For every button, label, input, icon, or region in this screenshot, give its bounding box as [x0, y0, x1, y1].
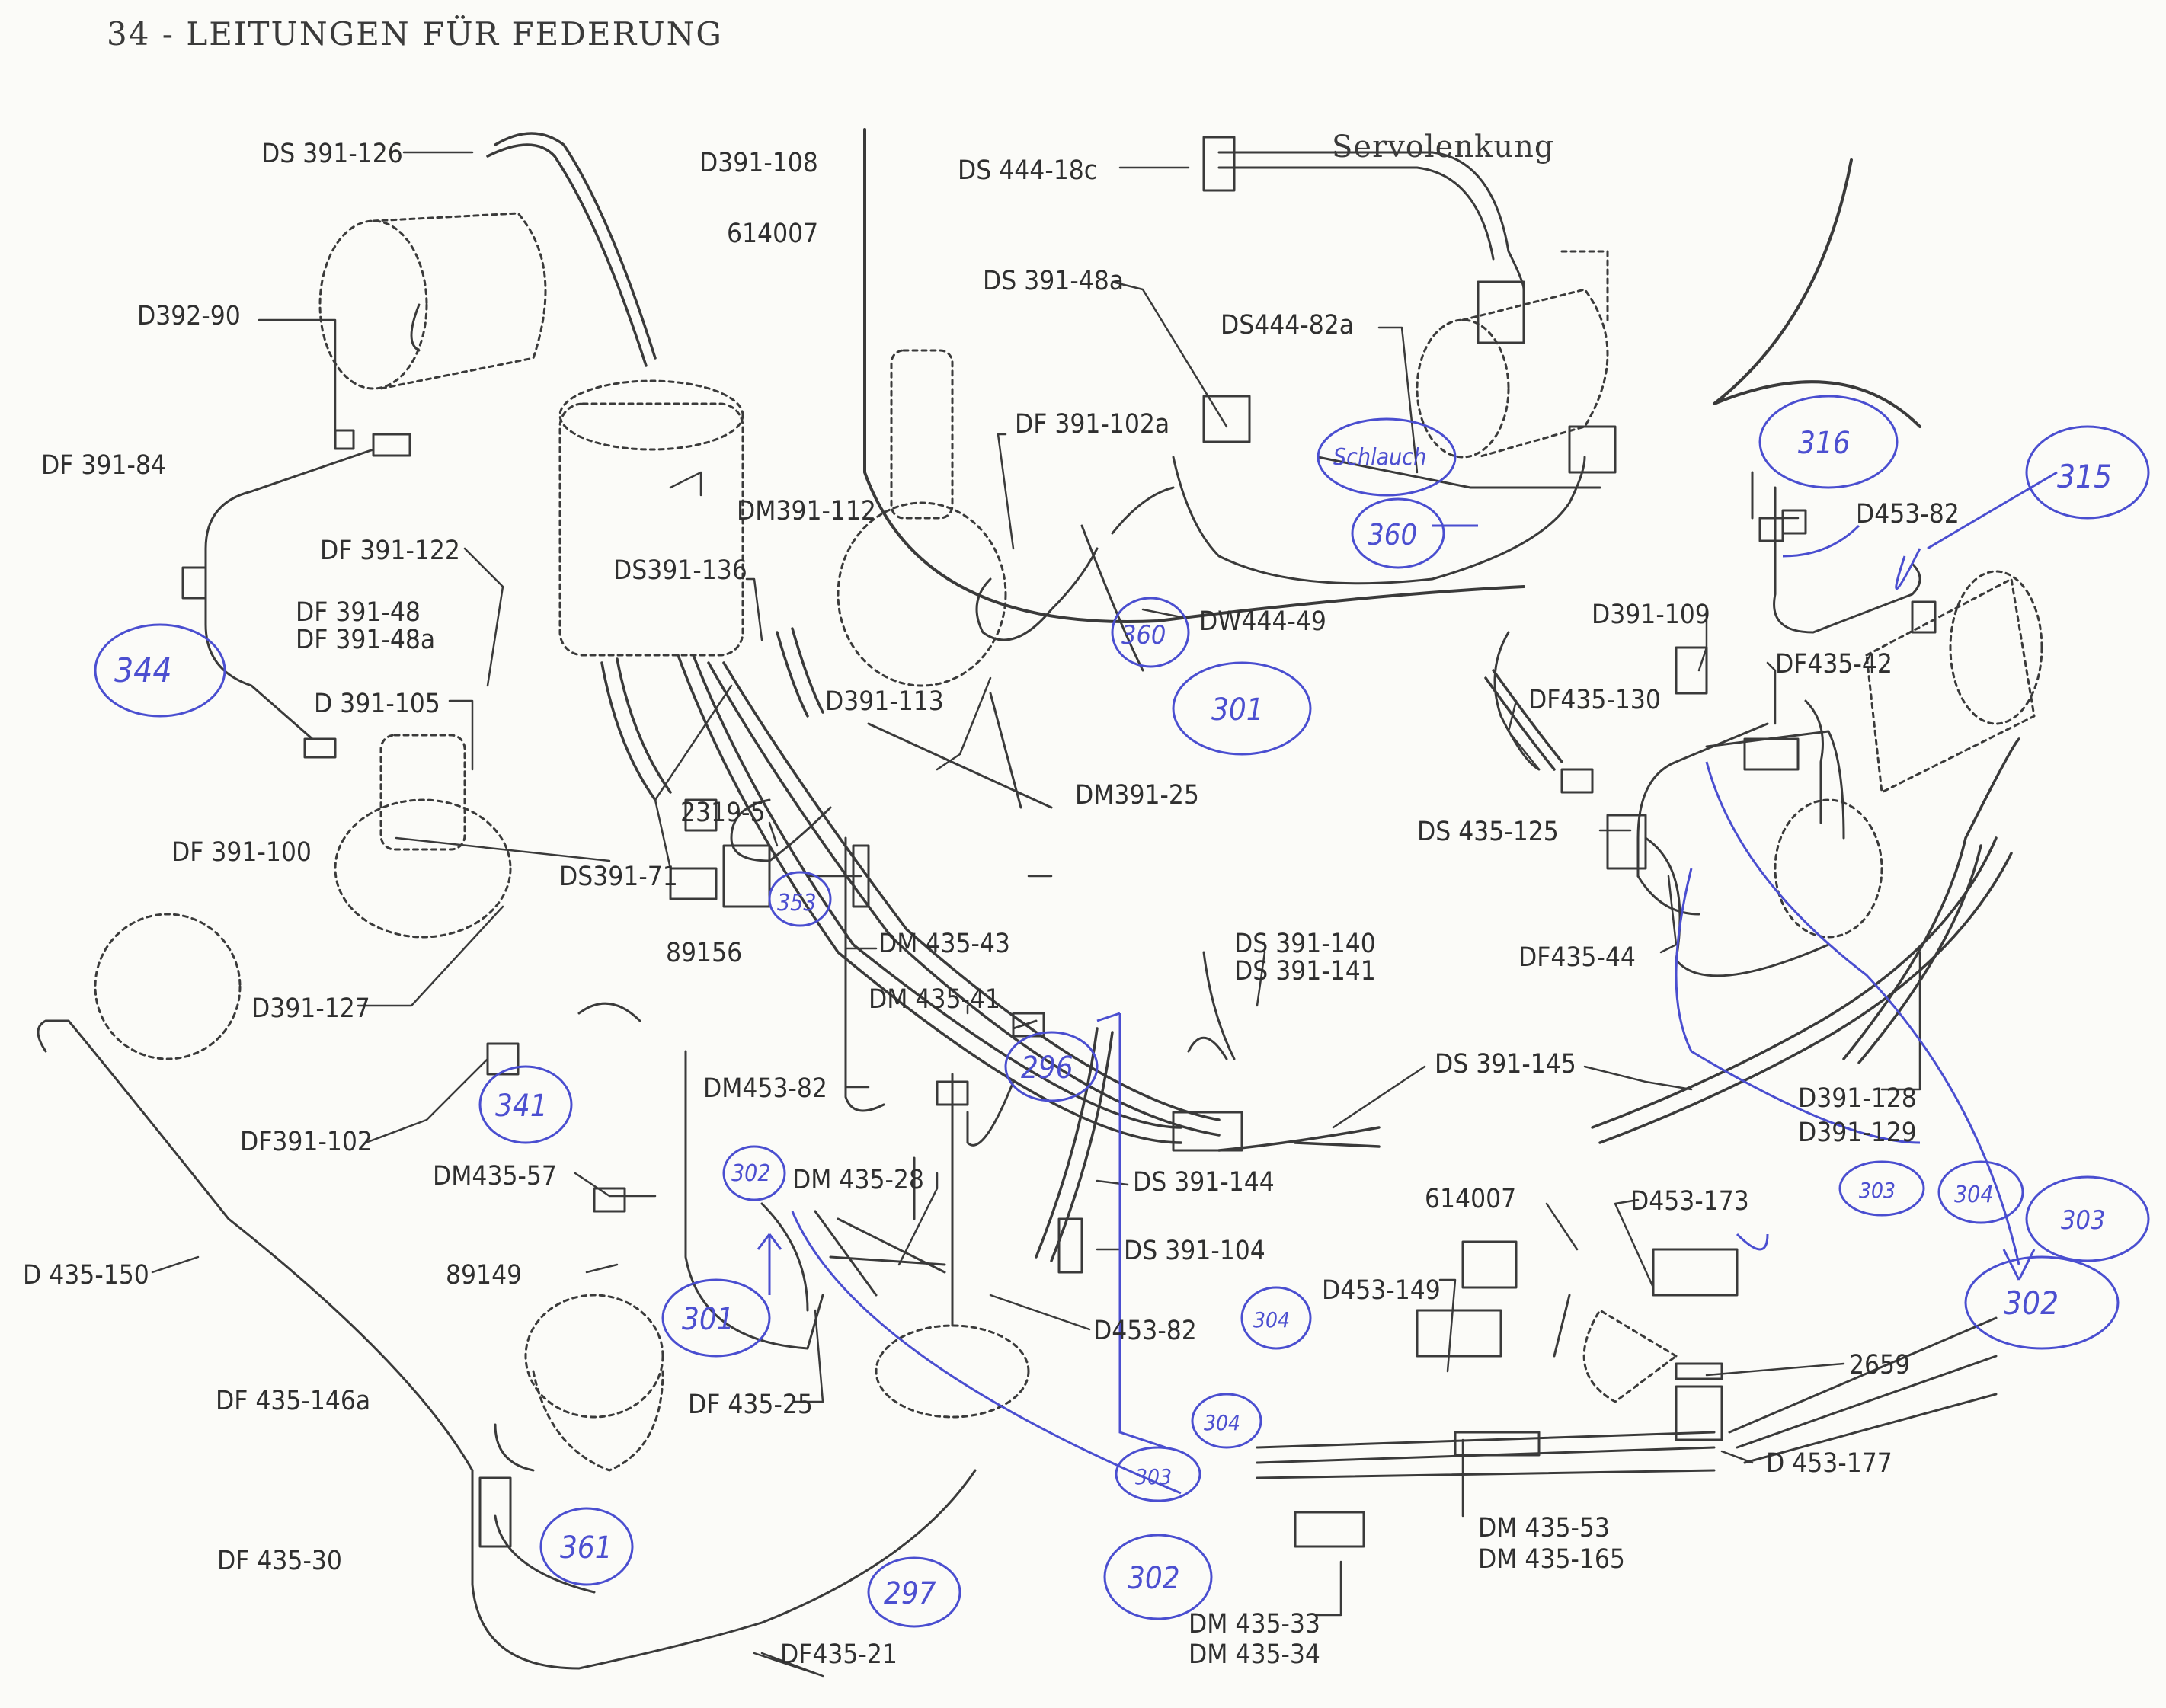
part-label: DS 435-125: [1417, 817, 1559, 847]
handwritten-number: 315: [2057, 458, 2112, 495]
handwritten-number: 361: [560, 1530, 613, 1566]
part-label: DF435-21: [780, 1639, 897, 1670]
part-label: DM 435-41: [869, 984, 1000, 1015]
part-label: DF435-130: [1528, 685, 1661, 715]
part-label: DF 435-30: [217, 1546, 342, 1576]
handwritten-number: 303: [1135, 1464, 1172, 1489]
part-label: DS 391-48a: [983, 266, 1124, 296]
part-label: DM 435-43: [878, 929, 1010, 959]
handwritten-annotations: 344 341 302 301 361 297 296 353 Schlauch…: [114, 426, 2112, 1611]
part-label: DM435-57: [433, 1161, 557, 1191]
handwritten-number: 341: [495, 1089, 548, 1124]
handwritten-number: 302: [2004, 1284, 2059, 1322]
part-label: DS391-71: [559, 862, 678, 892]
part-label: D391-128: [1798, 1083, 1917, 1114]
part-label: D453-173: [1630, 1186, 1749, 1217]
part-label: DM 435-28: [792, 1165, 924, 1195]
dotted-components: [94, 212, 2043, 1472]
handwritten-number: 353: [777, 890, 817, 916]
part-label: DS391-136: [613, 555, 747, 586]
leader-lines: [151, 151, 1921, 1678]
part-label: DM391-25: [1075, 780, 1199, 811]
handwritten-number: 303: [1859, 1178, 1896, 1203]
part-label: DM 435-165: [1478, 1544, 1625, 1575]
handwritten-number: 302: [731, 1160, 771, 1187]
handwritten-number: 301: [682, 1302, 734, 1337]
handwritten-number: 303: [2061, 1205, 2105, 1236]
part-label: DF 391-102a: [1015, 409, 1169, 440]
part-label: D 391-105: [314, 689, 440, 719]
page-title: 34 - LEITUNGEN FÜR FEDERUNG: [107, 15, 723, 53]
part-label: 614007: [1425, 1184, 1516, 1214]
handwritten-number: 316: [1798, 426, 1851, 461]
annotation-lines: [757, 471, 2058, 1495]
hoses: [486, 132, 2020, 1262]
part-label: D 435-150: [23, 1260, 149, 1291]
part-label: D 453-177: [1766, 1448, 1892, 1479]
part-label: DF 391-122: [320, 536, 460, 566]
handwritten-word-schlauch: Schlauch: [1333, 444, 1426, 471]
handwritten-number: 344: [114, 651, 172, 690]
handwritten-number: 297: [884, 1576, 936, 1611]
part-label: DS 391-145: [1435, 1049, 1576, 1079]
part-label: D391-109: [1592, 600, 1710, 630]
part-label: DF 435-146a: [216, 1386, 370, 1416]
part-label: DF435-44: [1518, 942, 1636, 973]
part-label: D391-113: [825, 686, 944, 717]
part-label: DF 391-84: [41, 450, 166, 481]
part-label: D392-90: [137, 301, 241, 331]
part-label: DS 444-18c: [958, 155, 1097, 186]
part-label: DS 391-144: [1133, 1167, 1275, 1198]
part-label: 2319-5: [680, 798, 766, 828]
annotation-circles: [94, 395, 2150, 1628]
section-title-servolenkung: Servolenkung: [1332, 130, 1555, 165]
part-label: D453-149: [1322, 1275, 1441, 1306]
handwritten-number: 296: [1021, 1051, 1073, 1086]
part-label: D391-108: [699, 148, 818, 178]
part-label: 614007: [727, 219, 818, 249]
fittings: [181, 136, 1937, 1548]
part-label: DS 391-140: [1234, 929, 1376, 959]
part-label: DM391-112: [737, 496, 876, 526]
servo-boundary-left: [863, 128, 1525, 623]
part-label: DM 435-34: [1189, 1639, 1320, 1670]
part-label: DF 435-25: [688, 1390, 813, 1420]
handwritten-number: 304: [1253, 1307, 1290, 1332]
part-label: DF 391-48a: [296, 625, 435, 655]
part-label: 89149: [446, 1260, 522, 1291]
part-label: 2659: [1849, 1350, 1910, 1380]
handwritten-number: 360: [1368, 518, 1417, 552]
part-label: D453-82: [1093, 1316, 1197, 1346]
part-label: DS 391-141: [1234, 956, 1376, 987]
handwritten-number: 301: [1211, 692, 1264, 728]
part-labels: DS 391-126 D391-108 614007 D392-90 DF 39…: [23, 139, 1960, 1670]
part-label: 89156: [666, 938, 742, 968]
part-label: DF 391-48: [296, 597, 421, 628]
servo-boundary-right: [1713, 158, 1921, 428]
part-label: D453-82: [1856, 499, 1960, 529]
pipes: [37, 151, 1998, 1670]
part-label: DF391-102: [240, 1127, 373, 1157]
part-label: DF435-42: [1775, 649, 1892, 680]
part-label: DS444-82a: [1221, 310, 1354, 341]
part-label: D391-127: [251, 993, 370, 1024]
handwritten-number: 304: [1204, 1410, 1240, 1435]
part-label: DW444-49: [1199, 606, 1326, 637]
part-label: DF 391-100: [171, 837, 312, 868]
part-label: DS 391-104: [1124, 1236, 1265, 1266]
part-label: D391-129: [1798, 1118, 1917, 1148]
handwritten-number: 360: [1121, 620, 1166, 651]
part-label: DS 391-126: [261, 139, 403, 169]
part-label: DM453-82: [703, 1073, 827, 1104]
handwritten-number: 302: [1128, 1561, 1180, 1596]
part-label: DM 435-33: [1189, 1609, 1320, 1639]
handwritten-number: 304: [1954, 1182, 1994, 1208]
part-label: DM 435-53: [1478, 1513, 1610, 1543]
